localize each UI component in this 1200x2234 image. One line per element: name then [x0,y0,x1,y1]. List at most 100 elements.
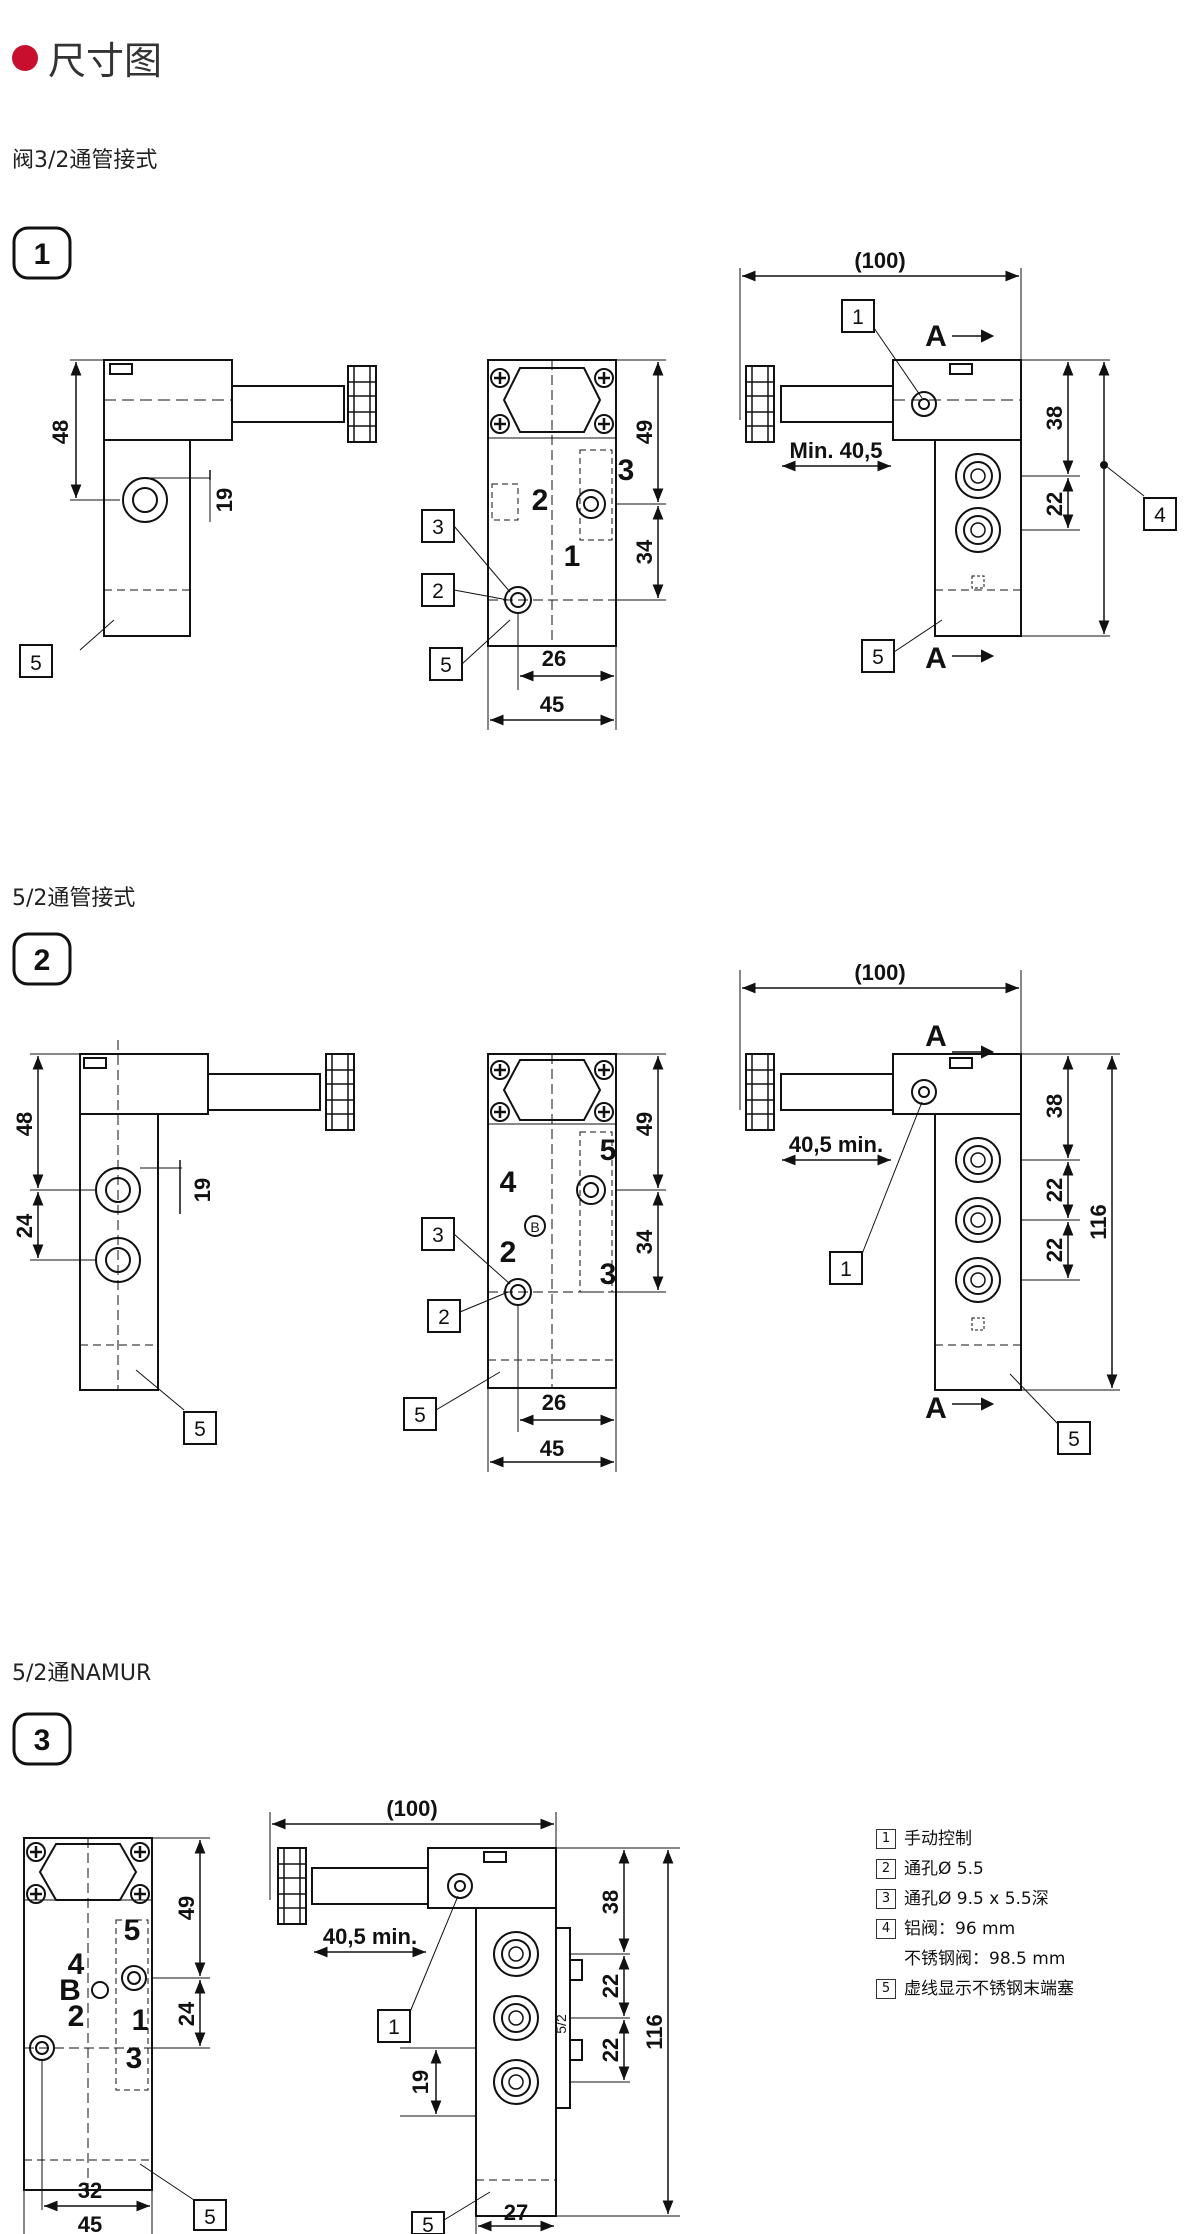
callout-5: 5 [194,1418,206,1441]
badge-3-label: 3 [34,1724,51,1757]
legend-num: 2 [876,1859,896,1879]
dim-116: 116 [642,2014,667,2050]
port-label-3: 3 [618,454,635,487]
section-2-label: 5/2通管接式 [12,886,136,911]
section2-side-view [30,1040,355,1445]
port-label-5: 5 [600,1134,617,1167]
callout-5: 5 [440,654,452,677]
section3-front-view [23,1837,227,2234]
dim-27: 27 [504,2200,528,2225]
dim-26: 26 [542,646,566,671]
port-label-4: 4 [68,1948,85,1981]
section-mark-A: A [925,320,947,353]
dim-116: 116 [1086,1204,1111,1240]
legend-num: 5 [876,1979,896,1999]
port-label-1: 1 [564,540,581,573]
callout-4: 4 [1154,504,1166,527]
callout-2: 2 [438,1306,450,1329]
dim-26: 26 [542,1390,566,1415]
section-3-label: 5/2通NAMUR [12,1661,152,1686]
section-header: 尺寸图 [12,30,162,85]
callout-5: 5 [422,2214,434,2234]
badge-3 [12,1712,72,1766]
section-1-label: 阀3/2通管接式 [12,148,158,173]
port-label-1: 1 [132,2004,149,2037]
dim-19: 19 [212,488,237,512]
port-label-B: B [59,1974,81,2007]
legend-item-3: 3 通孔Ø 9.5 x 5.5深 [876,1884,1074,1914]
dim-38: 38 [1042,1094,1067,1118]
dim-22: 22 [598,1974,623,1998]
callout-5: 5 [872,646,884,669]
callout-2: 2 [432,580,444,603]
dim-38: 38 [1042,406,1067,430]
callout-5: 5 [414,1404,426,1427]
callout-3: 3 [432,516,444,539]
dim-22: 22 [1042,492,1067,516]
dim-405-min: 40,5 min. [323,1924,417,1949]
dim-32: 32 [78,2178,102,2203]
page-title: 尺寸图 [48,39,163,83]
dim-22: 22 [1042,1178,1067,1202]
dim-22: 22 [1042,1238,1067,1262]
legend-text: 不锈钢阀：98.5 mm [904,1949,1066,1969]
dim-49: 49 [632,1112,657,1136]
red-dot-icon [12,44,38,71]
dim-34: 34 [632,1229,657,1254]
dim-min405: Min. 40,5 [790,438,883,463]
dim-45: 45 [540,1436,564,1461]
section1-front-view [421,359,666,730]
callout-5: 5 [30,652,42,675]
dim-19: 19 [190,1178,215,1202]
section3-side-view [269,1812,680,2234]
marking-B: B [530,1219,539,1235]
legend-item-5: 5 虚线显示不锈钢末端塞 [876,1974,1074,2004]
callout-1: 1 [388,2016,400,2039]
port-label-2: 2 [68,2000,85,2033]
port-label-2: 2 [500,1236,517,1269]
callout-1: 1 [840,1258,852,1281]
dim-24: 24 [174,2001,199,2026]
dim-405-min: 40,5 min. [789,1132,883,1157]
dim-49: 49 [174,1896,199,1920]
legend-num: 3 [876,1889,896,1909]
marking-52: 5/2 [553,2014,569,2034]
dim-45: 45 [78,2212,102,2234]
dim-45: 45 [540,692,564,717]
section-mark-A: A [925,1020,947,1053]
dim-22: 22 [598,2038,623,2062]
dim-100: (100) [854,960,905,985]
legend-text: 铝阀：96 mm [904,1919,1016,1939]
section1-rear-view [739,268,1177,673]
legend-text: 虚线显示不锈钢末端塞 [904,1979,1074,1999]
dim-48: 48 [12,1112,37,1136]
section2-rear-view [739,970,1120,1455]
port-label-2: 2 [532,484,549,517]
badge-2-label: 2 [34,944,51,977]
legend-text: 手动控制 [904,1829,972,1849]
callout-3: 3 [432,1224,444,1247]
dim-49: 49 [632,420,657,444]
dim-38: 38 [598,1890,623,1914]
port-label-3: 3 [600,1258,617,1291]
callout-5: 5 [204,2206,216,2229]
callout-1: 1 [852,306,864,329]
section-mark-A: A [925,642,947,675]
legend-num: 4 [876,1919,896,1939]
legend-item-4: 4 铝阀：96 mm [876,1914,1074,1944]
port-label-3: 3 [126,2042,143,2075]
section-mark-A: A [925,1392,947,1425]
callout-5: 5 [1068,1428,1080,1451]
section2-front-view [403,1053,666,1472]
port-label-5: 5 [124,1914,141,1947]
dim-100: (100) [854,248,905,273]
dim-19: 19 [408,2070,433,2094]
legend-item-4b: 不锈钢阀：98.5 mm [876,1944,1074,1974]
dim-34: 34 [632,539,657,564]
legend-text: 通孔Ø 9.5 x 5.5深 [904,1889,1049,1909]
badge-2 [12,932,72,986]
